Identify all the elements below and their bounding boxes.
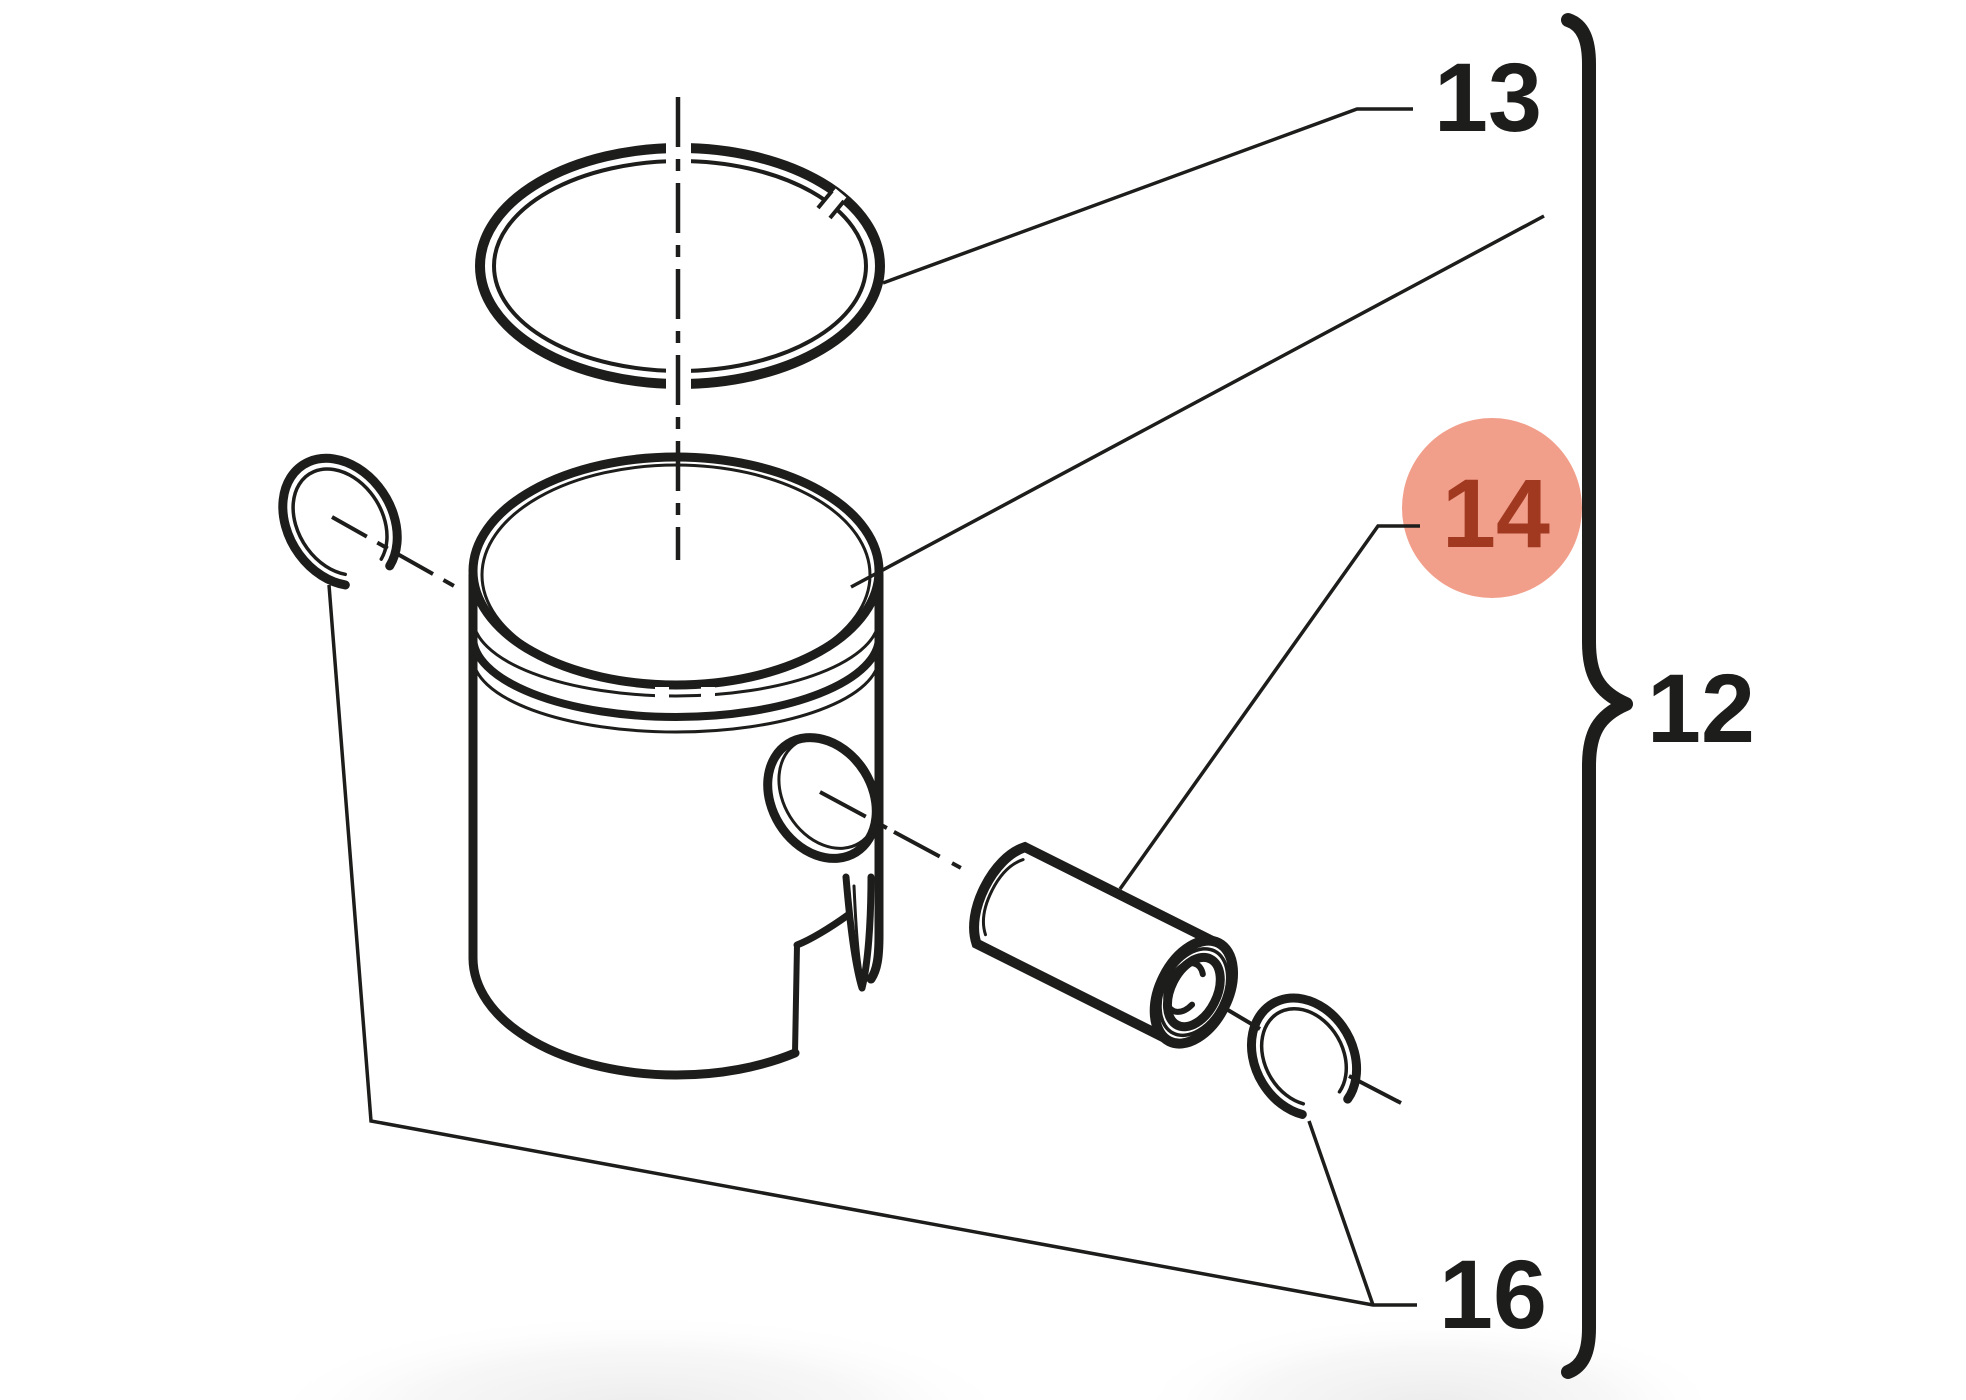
group-brace <box>1561 13 1633 1379</box>
groove-arc-break-right <box>701 687 715 703</box>
callout-14[interactable]: 14 <box>1442 459 1550 568</box>
piston-pin-drawing <box>969 841 1238 1049</box>
groove-arc-break-left <box>655 687 669 703</box>
circlip-right-drawing <box>1247 993 1362 1119</box>
callout-16[interactable]: 16 <box>1439 1240 1547 1349</box>
leader-14-pin <box>1118 524 1420 891</box>
piston-pin-hole <box>763 733 881 863</box>
leader-16-right-circlip <box>1307 1120 1375 1306</box>
page-shadow <box>262 1312 1729 1400</box>
leader-13-groove <box>850 214 1545 589</box>
leader-lines <box>327 107 1545 1307</box>
highlight-circle-14 <box>1402 418 1582 598</box>
callout-13[interactable]: 13 <box>1434 43 1542 152</box>
leader-16-left-circlip <box>327 584 1417 1307</box>
leader-13-ring <box>882 107 1413 285</box>
circlip-left-drawing <box>278 453 402 590</box>
callout-12[interactable]: 12 <box>1647 654 1755 763</box>
